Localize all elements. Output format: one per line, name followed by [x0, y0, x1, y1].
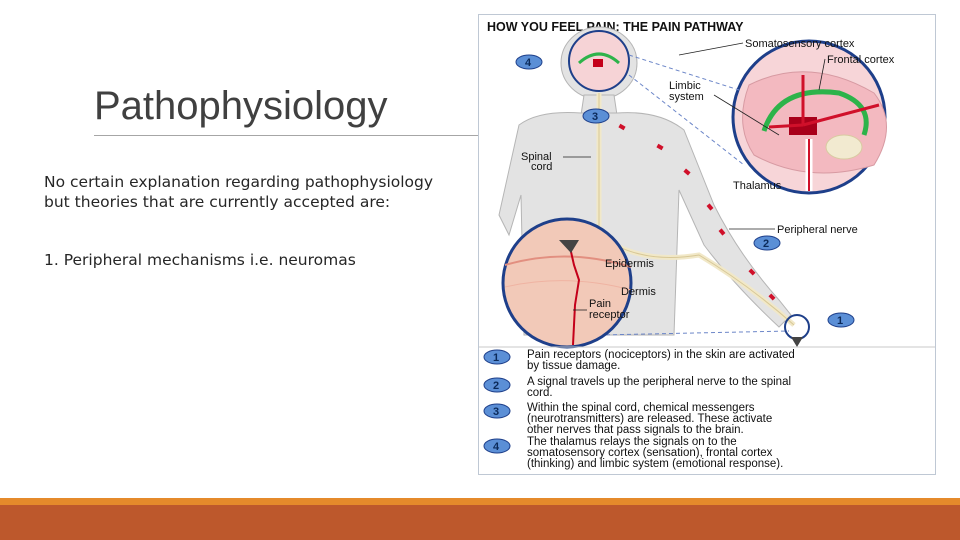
pain-pathway-diagram: HOW YOU FEEL PAIN: THE PAIN PATHWAY	[479, 20, 935, 470]
figure-title: HOW YOU FEEL PAIN: THE PAIN PATHWAY	[487, 20, 744, 34]
svg-text:(neurotransmitters) are releas: (neurotransmitters) are released. These …	[527, 413, 772, 425]
svg-text:somatosensory cortex (sensatio: somatosensory cortex (sensation), fronta…	[527, 447, 773, 459]
body-paragraph-intro: No certain explanation regarding pathoph…	[44, 173, 434, 211]
svg-text:The thalamus relays the signal: The thalamus relays the signals on to th…	[527, 436, 737, 448]
svg-text:(thinking) and limbic system (: (thinking) and limbic system (emotional …	[527, 458, 783, 470]
label-frontal-cortex: Frontal cortex	[827, 54, 895, 66]
badge-1: 1	[827, 312, 855, 328]
step-legend: 1 Pain receptors (nociceptors) in the sk…	[479, 346, 935, 470]
label-spinal-line-1: Spinal	[521, 151, 552, 163]
svg-text:1: 1	[837, 315, 843, 327]
footer-bar	[0, 505, 960, 540]
pain-pathway-figure: HOW YOU FEEL PAIN: THE PAIN PATHWAY	[478, 14, 936, 475]
label-leader-lines	[563, 42, 826, 311]
title-divider	[94, 135, 484, 136]
svg-text:3: 3	[493, 406, 499, 418]
label-pain-receptor-line-1: Pain	[589, 298, 611, 310]
svg-text:Within the spinal cord, chemic: Within the spinal cord, chemical messeng…	[527, 402, 755, 414]
label-epidermis: Epidermis	[605, 258, 654, 270]
slide-title: Pathophysiology	[94, 84, 388, 128]
step-4: 4 The thalamus relays the signals on to …	[483, 436, 783, 470]
body-paragraph-point-1: 1. Peripheral mechanisms i.e. neuromas	[44, 251, 356, 269]
brain-inset	[568, 30, 630, 92]
svg-text:by tissue damage.: by tissue damage.	[527, 360, 620, 372]
connector-lines	[598, 54, 790, 336]
svg-text:2: 2	[763, 238, 769, 250]
skin-inset	[501, 217, 633, 349]
step-1: 1 Pain receptors (nociceptors) in the sk…	[483, 349, 795, 372]
label-limbic-line-2: system	[669, 91, 704, 103]
svg-text:cord.: cord.	[527, 387, 553, 399]
svg-text:A signal travels up the periph: A signal travels up the peripheral nerve…	[527, 376, 791, 388]
svg-text:2: 2	[493, 380, 499, 392]
label-limbic-line-1: Limbic	[669, 80, 701, 92]
label-somatosensory-cortex: Somatosensory cortex	[745, 38, 855, 50]
badge-3: 3	[582, 108, 610, 124]
svg-text:4: 4	[525, 57, 532, 69]
brain-magnified-inset	[731, 39, 887, 195]
footer-accent-stripe	[0, 498, 960, 505]
svg-text:Pain receptors (nociceptors) i: Pain receptors (nociceptors) in the skin…	[527, 349, 795, 361]
svg-text:4: 4	[493, 441, 500, 453]
label-peripheral-nerve: Peripheral nerve	[777, 224, 858, 236]
hand-receptor-point	[784, 314, 810, 347]
badge-4: 4	[515, 54, 543, 70]
svg-text:3: 3	[592, 111, 598, 123]
step-2: 2 A signal travels up the peripheral ner…	[483, 376, 791, 399]
label-pain-receptor-line-2: receptor	[589, 309, 630, 321]
svg-text:1: 1	[493, 352, 499, 364]
label-spinal-line-2: cord	[531, 161, 552, 173]
label-thalamus: Thalamus	[733, 180, 782, 192]
badge-2: 2	[753, 235, 781, 251]
svg-text:other nerves that pass signals: other nerves that pass signals to the br…	[527, 424, 744, 436]
label-dermis: Dermis	[621, 286, 656, 298]
step-3: 3 Within the spinal cord, chemical messe…	[483, 402, 772, 436]
